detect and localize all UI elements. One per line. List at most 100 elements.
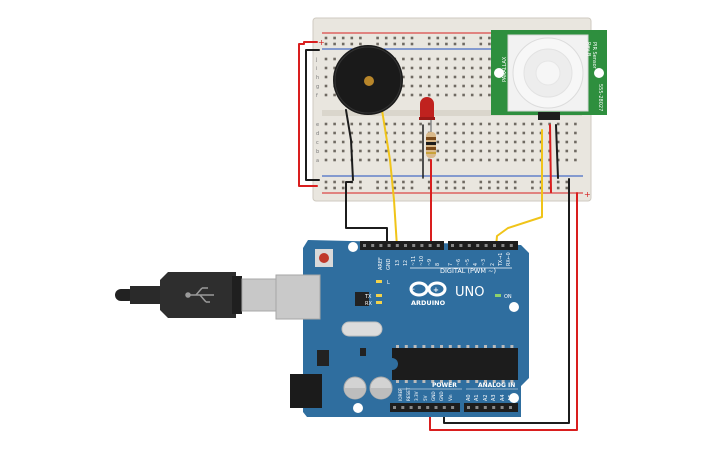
chip-pin [422,345,426,348]
breadboard-hole [419,131,422,135]
breadboard-hole [324,149,328,153]
breadboard-hole [419,122,422,126]
power-pin-label: 5V [423,395,428,401]
breadboard-hole [402,149,405,153]
breadboard-hole [333,158,336,162]
breadboard-hole [522,149,526,153]
digital-pin-label: 13 [395,260,401,266]
breadboard-hole [410,149,414,153]
header-pin[interactable] [409,406,413,409]
digital-header-right [448,241,518,250]
breadboard-hole [496,140,500,144]
header-pin[interactable] [371,244,375,247]
breadboard-hole [393,131,397,135]
header-pin[interactable] [483,406,487,409]
rail-hole [488,180,491,184]
header-pin[interactable] [412,244,416,247]
breadboard-hole [479,122,483,126]
header-pin[interactable] [484,244,488,247]
breadboard-hole [341,149,345,153]
rail-hole [350,36,354,40]
rail-hole [453,42,457,46]
rail-hole [350,42,354,46]
row-letter: f [316,93,318,99]
rail-hole [445,180,448,184]
power-pin-label: Vin [448,394,453,401]
rail-hole [479,180,483,184]
breadboard-hole [367,149,371,153]
header-pin[interactable] [393,406,396,409]
header-pin[interactable] [387,244,391,247]
header-pin[interactable] [500,406,504,409]
rail-hole [410,36,414,40]
breadboard-hole [427,66,431,70]
breadboard-hole [453,149,457,153]
breadboard-hole [470,66,474,70]
header-pin[interactable] [420,244,424,247]
rail-hole [359,36,362,40]
digital-pin-label: RX←0 [506,252,512,266]
header-pin[interactable] [404,244,407,247]
rail-hole [376,180,379,184]
header-pin[interactable] [436,244,440,247]
digital-pin-label: 12 [403,260,409,266]
header-pin[interactable] [493,244,496,247]
header-pin[interactable] [428,244,432,247]
header-pin[interactable] [395,244,399,247]
breadboard-hole [436,140,440,144]
header-pin[interactable] [442,406,446,409]
rail-hole [393,180,397,184]
on-led [495,294,501,297]
header-pin[interactable] [434,406,438,409]
breadboard-hole [393,140,397,144]
chip-pin [413,380,417,383]
wire-buzzer-yellow [381,109,398,248]
header-pin[interactable] [451,244,454,247]
breadboard-hole [470,158,474,162]
header-pin[interactable] [451,406,455,409]
header-pin[interactable] [476,244,480,247]
rail-hole [488,36,491,40]
breadboard-hole [324,75,328,79]
header-pin[interactable] [363,244,366,247]
header-pin[interactable] [426,406,430,409]
breadboard-hole [479,75,483,79]
header-pin[interactable] [501,244,505,247]
breadboard-hole [565,131,569,135]
breadboard-hole [513,131,517,135]
header-pin[interactable] [467,406,470,409]
rail-hole [402,186,405,190]
header-pin[interactable] [492,406,496,409]
breadboard-hole [513,158,517,162]
rail-hole [556,186,560,190]
usb-metal-shell [241,278,277,312]
pir-side-label: PARALLAX [502,56,508,82]
breadboard-hole [333,57,336,61]
header-pin[interactable] [467,244,471,247]
header-pin[interactable] [509,244,513,247]
chip-pin [510,345,514,348]
breadboard-hole [445,140,448,144]
header-pin[interactable] [475,406,479,409]
usb-icon [185,287,214,303]
header-pin[interactable] [459,244,463,247]
breadboard-hole [376,122,379,126]
rail-hole [402,42,405,46]
rail-hole [427,42,431,46]
rail-hole [436,186,440,190]
rail-hole [324,36,328,40]
rail-hole [445,186,448,190]
breadboard-hole [376,158,379,162]
rail-hole [531,180,534,184]
header-pin[interactable] [417,406,421,409]
breadboard-hole [574,131,577,135]
header-pin[interactable] [401,406,405,409]
breadboard-hole [505,158,508,162]
breadboard-hole [341,122,345,126]
wire-pir-yellow [495,129,543,248]
header-pin[interactable] [509,406,512,409]
resistor-band-1 [426,137,436,140]
header-pin[interactable] [379,244,383,247]
